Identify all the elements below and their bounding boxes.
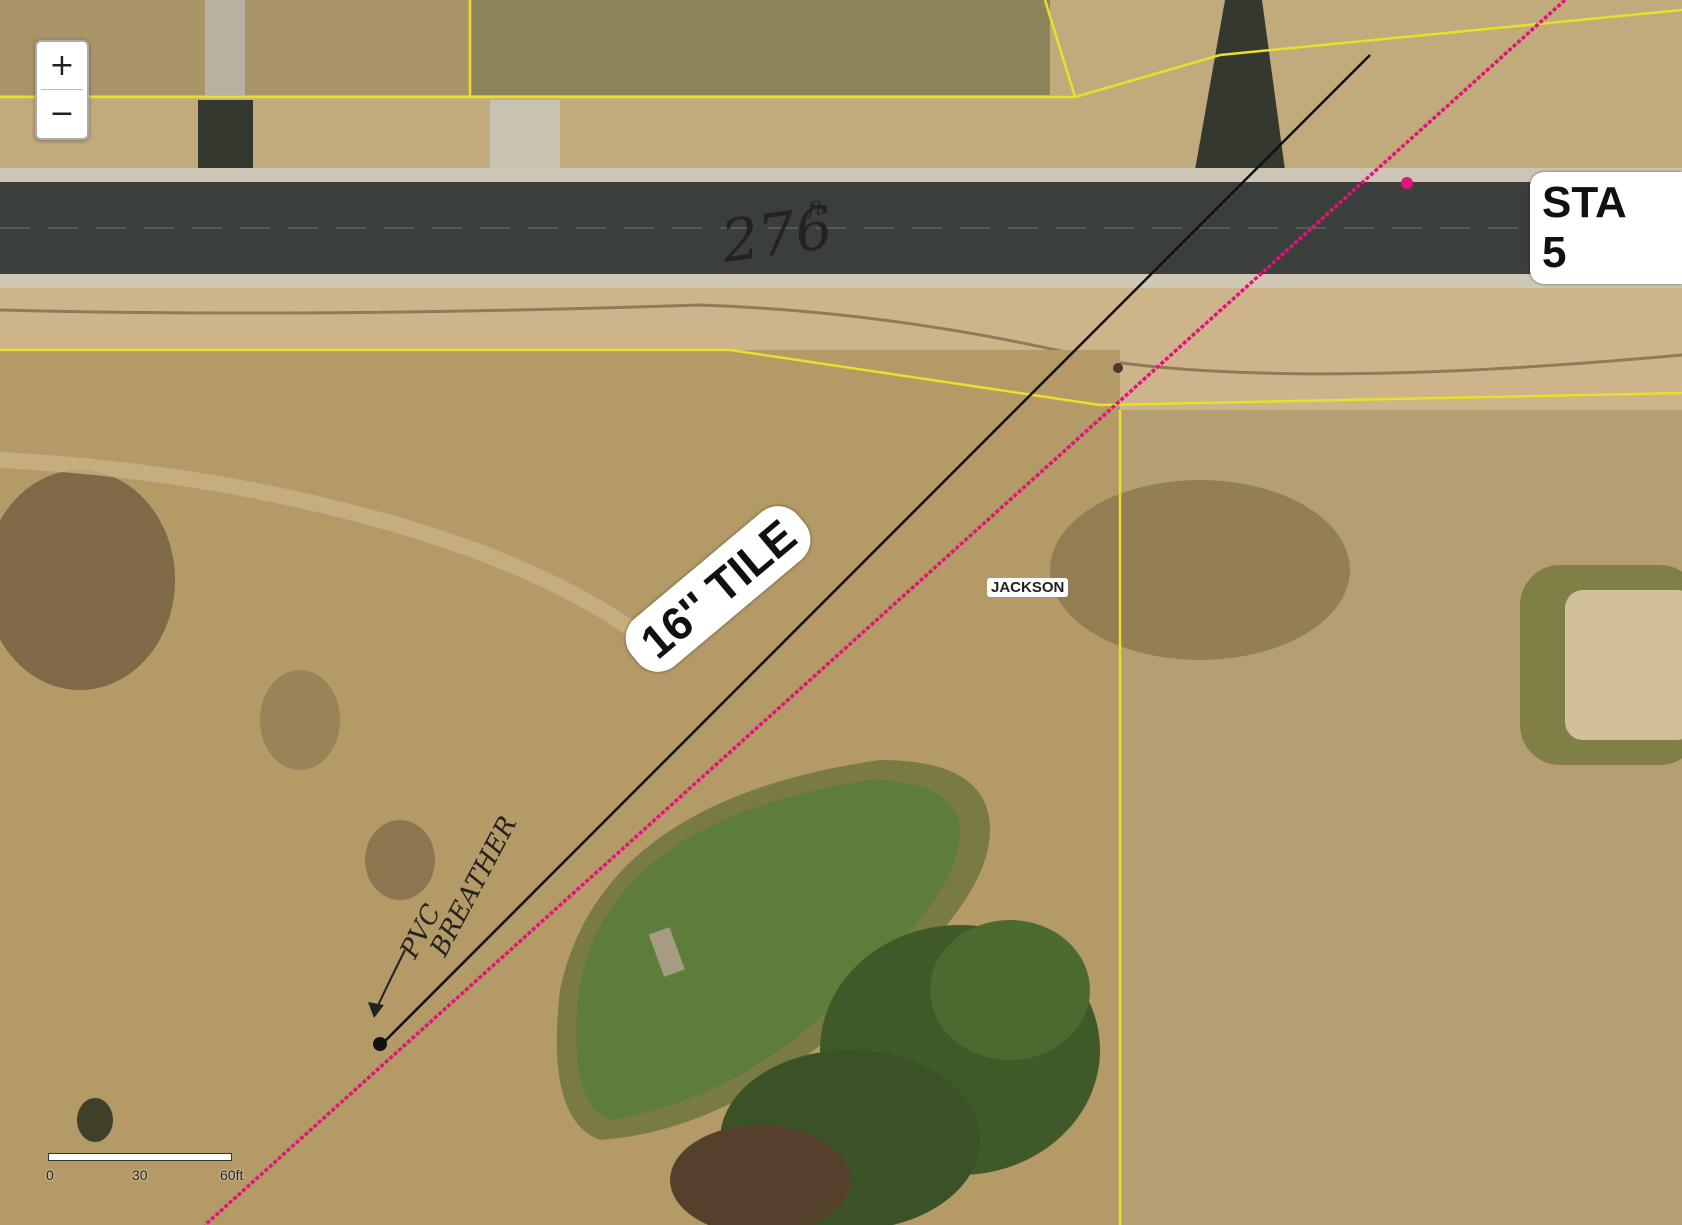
minus-icon: − — [49, 95, 75, 131]
scale-bar: 0 30 60ft — [46, 1153, 243, 1193]
scale-bar-graphic — [48, 1153, 232, 1161]
handwritten-distance-unit: ft — [806, 196, 824, 220]
zoom-out-button[interactable]: − — [37, 90, 87, 137]
scale-label-30: 30 — [132, 1167, 148, 1183]
station-label: STA 5 — [1530, 172, 1682, 284]
handwritten-distance: 276 — [716, 193, 836, 276]
parcel-owner-label: JACKSON — [987, 578, 1069, 597]
zoom-control: + − — [35, 40, 89, 140]
zoom-divider — [41, 89, 83, 90]
scale-label-60ft: 60ft — [220, 1167, 244, 1183]
zoom-in-button[interactable]: + — [37, 42, 87, 89]
plus-icon: + — [49, 47, 75, 83]
scale-label-0: 0 — [46, 1167, 54, 1183]
arrow-icon — [368, 949, 406, 1018]
